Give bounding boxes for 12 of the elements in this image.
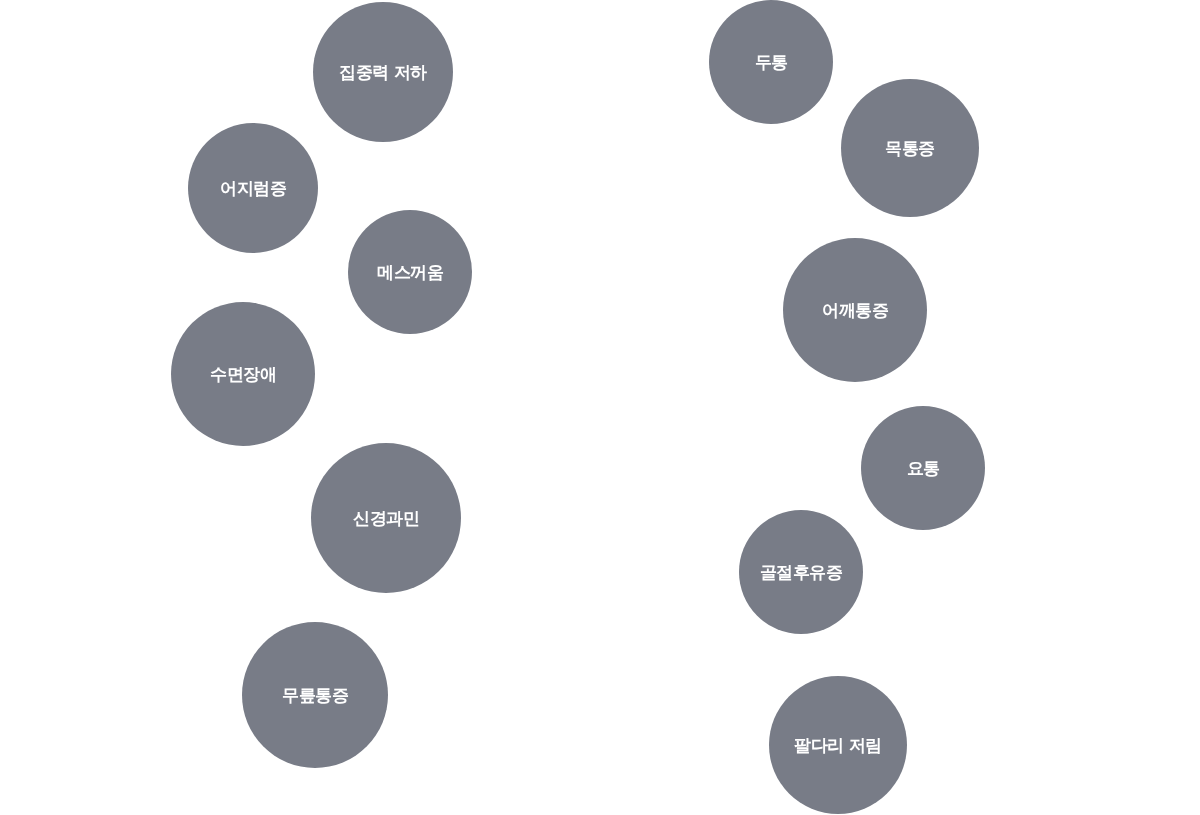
symptom-label: 메스꺼움 [377,260,443,284]
symptom-label: 목통증 [885,136,935,160]
symptom-label: 두통 [754,50,788,74]
symptom-label: 수면장애 [210,362,276,386]
symptom-label: 집중력 저하 [339,60,427,84]
symptom-label: 어깨통증 [822,298,888,322]
symptom-label: 요통 [906,456,940,480]
symptom-label: 어지럼증 [220,176,286,200]
symptom-label: 무릎통증 [282,683,348,707]
symptom-label: 팔다리 저림 [794,733,882,757]
symptom-label: 골절후유증 [759,560,843,584]
symptom-label: 신경과민 [353,506,419,530]
